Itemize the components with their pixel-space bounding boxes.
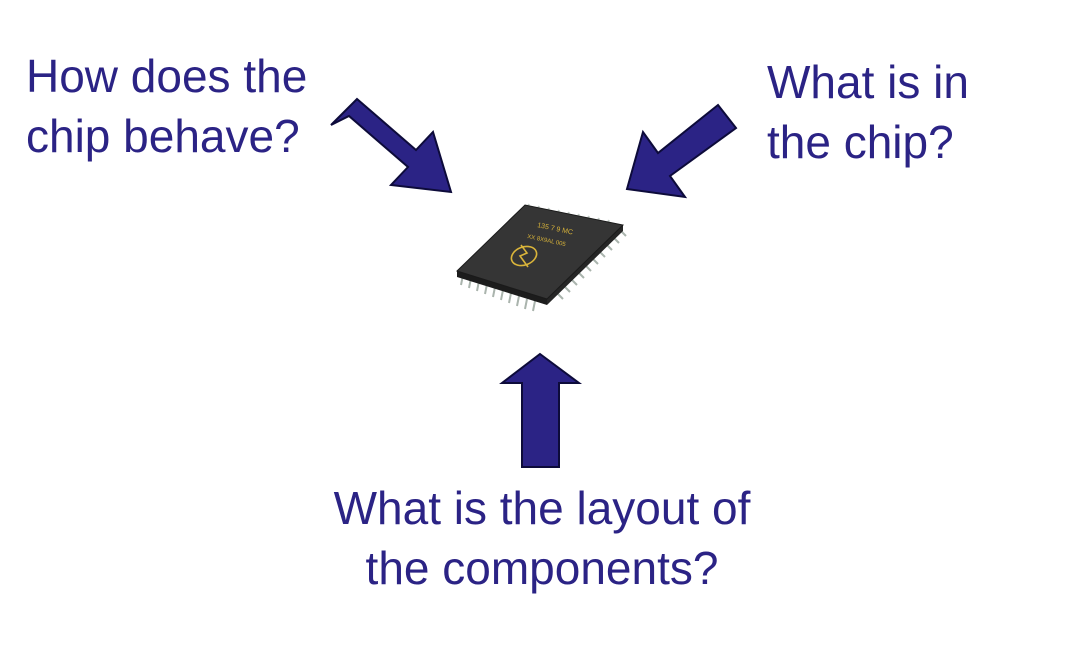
arrow-down-left-icon	[625, 103, 738, 199]
question-layout-line-1: What is the layout of	[333, 482, 751, 534]
microchip-icon: 135 7 9 MC XX 8X9AL 005	[456, 203, 627, 312]
arrow-down-right-icon	[330, 97, 453, 194]
question-chip-behavior: How does the chip behave?	[26, 46, 307, 166]
chip-body-side	[457, 271, 547, 305]
question-chip-contents: What is in the chip?	[767, 52, 969, 172]
question-inside-line-1: What is in	[767, 56, 969, 108]
chip-body-top	[456, 204, 625, 300]
question-behave-line-1: How does the	[26, 50, 308, 102]
chip-body-side-right	[547, 225, 623, 305]
chip-logo-icon	[510, 244, 538, 268]
question-behave-line-2: chip behave?	[26, 110, 300, 162]
question-component-layout: What is the layout of the components?	[0, 478, 1084, 598]
question-layout-line-2: the components?	[365, 542, 719, 594]
question-inside-line-2: the chip?	[767, 116, 954, 168]
arrow-up-icon	[499, 352, 583, 468]
